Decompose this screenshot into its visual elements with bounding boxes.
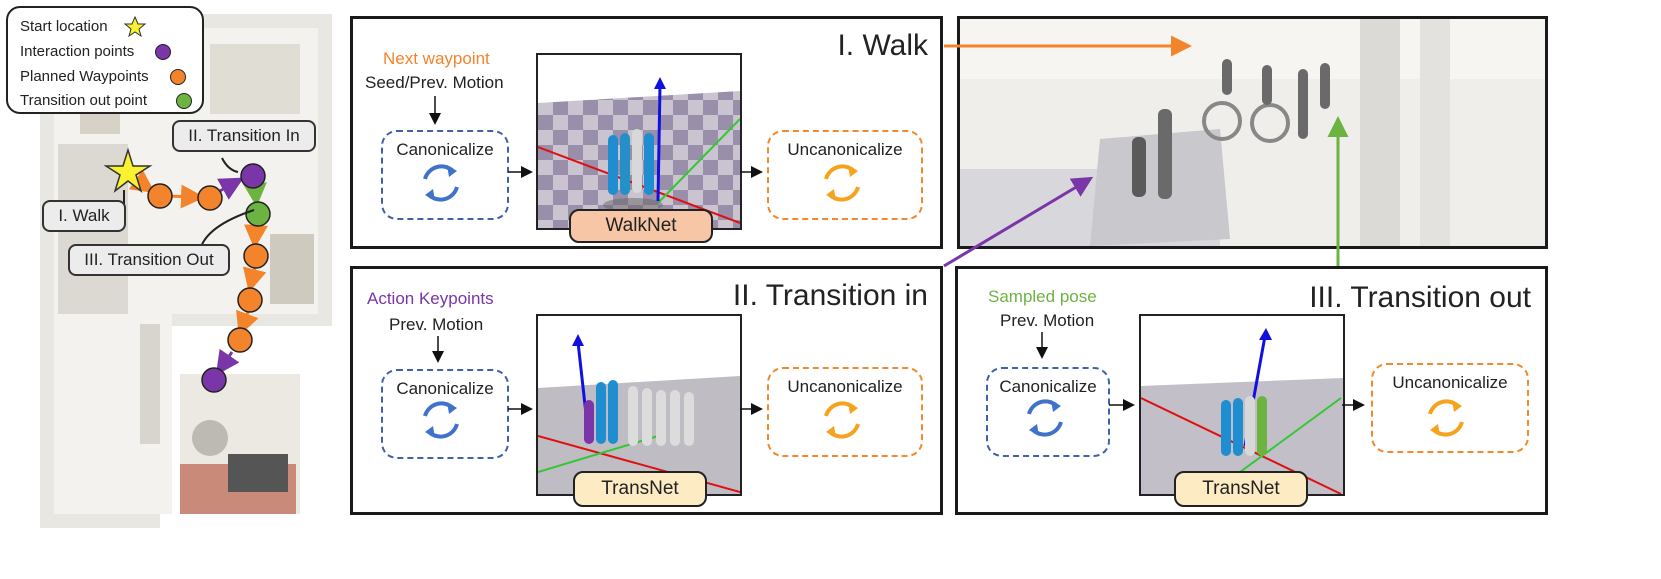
transition-in-scene [536, 314, 742, 496]
transition-out-input-label: Sampled pose [988, 287, 1097, 306]
uncanonicalize-cycle-icon [824, 401, 860, 439]
walk-title: I. Walk [837, 29, 928, 62]
transition-in-uncanonicalize-box: Uncanonicalize [767, 367, 923, 457]
legend-transition-out-label: Transition out point [20, 92, 148, 109]
start-location-star [103, 147, 153, 194]
walk-uncanonicalize-label: Uncanonicalize [787, 140, 903, 159]
callout-walk: I. Walk [42, 200, 126, 232]
legend-interaction-label: Interaction points [20, 43, 135, 60]
planned-path [103, 147, 271, 393]
transition-out-input-sub: Prev. Motion [1000, 311, 1095, 330]
canonicalize-cycle-icon [1027, 399, 1063, 437]
uncanonicalize-cycle-icon [824, 164, 860, 202]
transition-out-point [245, 201, 271, 227]
walk-scene [536, 53, 742, 230]
transition-out-scene [1139, 314, 1345, 496]
transition-in-canonicalize-box: Canonicalize [381, 369, 509, 459]
waypoint [197, 185, 223, 211]
transition-out-title: III. Transition out [1309, 281, 1531, 314]
walk-canonicalize-box: Canonicalize [381, 130, 509, 220]
canonicalize-cycle-icon [423, 401, 459, 439]
walk-panel: I. Walk Next waypoint Seed/Prev. Motion … [350, 16, 943, 249]
walk-scene-render [538, 77, 740, 228]
green-dot-icon [176, 93, 192, 109]
walk-input-label: Next waypoint [383, 49, 490, 68]
waypoint [243, 243, 269, 269]
legend-start-label: Start location [20, 18, 108, 35]
legend-waypoints-label: Planned Waypoints [20, 68, 149, 85]
uncanonicalize-cycle-icon [1428, 399, 1464, 437]
transition-out-panel: III. Transition out Sampled pose Prev. M… [955, 266, 1548, 515]
transition-in-uncanonicalize-label: Uncanonicalize [787, 377, 903, 396]
transition-in-input-label: Action Keypoints [367, 289, 494, 308]
waypoint [237, 287, 263, 313]
transition-out-uncanonicalize-label: Uncanonicalize [1392, 373, 1508, 392]
transnet-label-transition-in: TransNet [573, 471, 707, 507]
walk-uncanonicalize-box: Uncanonicalize [767, 130, 923, 220]
walk-input-sub: Seed/Prev. Motion [365, 73, 504, 92]
interaction-point [201, 367, 227, 393]
transition-in-scene-render [538, 334, 740, 494]
transition-out-uncanonicalize-box: Uncanonicalize [1371, 363, 1529, 453]
transition-in-input-sub: Prev. Motion [389, 315, 484, 334]
transition-in-canonicalize-label: Canonicalize [396, 379, 494, 398]
purple-dot-icon [155, 44, 171, 60]
orange-dot-icon [170, 69, 186, 85]
transition-out-canonicalize-label: Canonicalize [999, 377, 1097, 396]
transition-out-canonicalize-box: Canonicalize [986, 367, 1110, 457]
callout-transition-out: III. Transition Out [68, 244, 230, 276]
callout-transition-in: II. Transition In [172, 120, 316, 152]
transition-in-panel: II. Transition in Action Keypoints Prev.… [350, 266, 943, 515]
waypoint [227, 327, 253, 353]
interaction-point [240, 163, 266, 189]
transnet-label-transition-out: TransNet [1174, 471, 1308, 507]
canonicalize-cycle-icon [423, 164, 459, 202]
transition-in-title: II. Transition in [732, 279, 928, 312]
transition-out-scene-render [1141, 328, 1343, 494]
waypoint [147, 183, 173, 209]
legend: Start location Interaction points Planne… [6, 6, 204, 114]
walk-canonicalize-label: Canonicalize [396, 140, 494, 159]
walknet-label: WalkNet [569, 209, 713, 243]
star-icon [124, 16, 146, 38]
